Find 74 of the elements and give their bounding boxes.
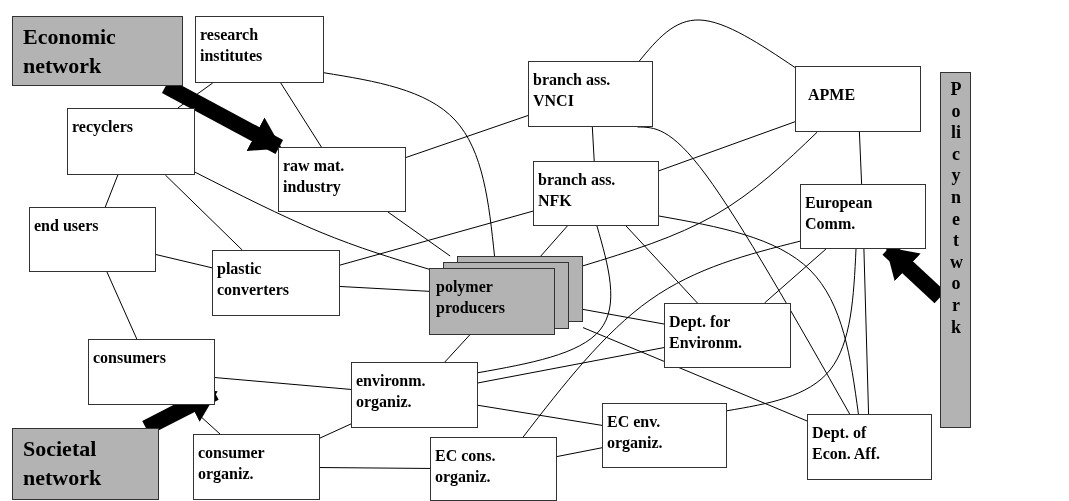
connector-line [540,225,568,257]
node-label: Policy network [950,79,962,339]
connector-line [582,131,818,267]
connector-line [194,171,430,270]
connector-line [625,225,698,304]
actor-box [193,434,320,500]
connector-line [863,248,870,415]
actor-box [800,184,926,249]
connector-line [591,126,595,162]
node-label: consumers [93,348,167,368]
network-box [940,72,971,428]
actor-box [795,66,921,132]
node-label: consumer organiz. [198,443,266,485]
connector-line [106,271,138,340]
connector-line [444,334,471,363]
connector-line [323,72,495,257]
connector-line [658,215,859,415]
connector-line [582,327,808,422]
connector-line [764,248,827,304]
actor-box [195,16,324,83]
actor-box [278,147,406,212]
connector-line [339,286,430,292]
node-label: raw mat. industry [283,156,346,198]
node-label: APME [808,85,857,105]
network-box [12,428,159,500]
node-label: branch ass. NFK [538,170,617,211]
connector-line [319,467,431,469]
actor-box [351,362,478,428]
node-label: Societal network [23,435,103,492]
connector-line [319,423,352,439]
node-label: EC cons. organiz. [435,446,497,488]
connector-line [104,174,119,208]
node-label: Economic network [23,23,117,80]
node-label: Dept. of Econ. Aff. [812,423,881,464]
actor-box [533,161,659,226]
connector-line [556,447,603,458]
node-label: research institutes [200,25,264,66]
connector-line [477,225,612,374]
connector-line [177,82,214,109]
connector-line [387,211,451,257]
connector-line [405,115,529,158]
actor-box [212,250,340,316]
actor-box [602,403,727,468]
connector-line [582,308,665,325]
actor-box [807,414,932,480]
node-label: branch ass. VNCI [533,70,612,111]
connector-line [477,404,603,426]
actor-box [88,339,215,405]
connector-line [155,254,213,269]
actor-box [67,108,195,175]
connector-line [522,240,801,438]
node-label: recyclers [72,117,134,138]
connector-line [858,131,863,185]
node-label: polymer producers [436,277,507,319]
connector-line [726,248,857,412]
connector-line [339,210,534,266]
node-label: plastic converters [217,259,290,300]
actor-box [29,207,156,272]
connector-line [280,82,322,148]
connector-line [477,347,665,384]
node-label: Dept. for Environm. [669,312,744,353]
actor-box [528,61,653,127]
stacked-boxes [429,256,583,335]
node-label: environm. organiz. [356,371,427,413]
connector-line [638,19,796,68]
node-label: end users [34,216,100,236]
connector-line [658,121,796,172]
node-label: European Comm. [805,193,874,234]
connector-line [164,174,243,251]
network-box [12,16,183,86]
connector-line [214,377,352,390]
actor-box [664,303,791,368]
actor-box [430,437,557,501]
node-label: EC env. organiz. [607,412,664,454]
